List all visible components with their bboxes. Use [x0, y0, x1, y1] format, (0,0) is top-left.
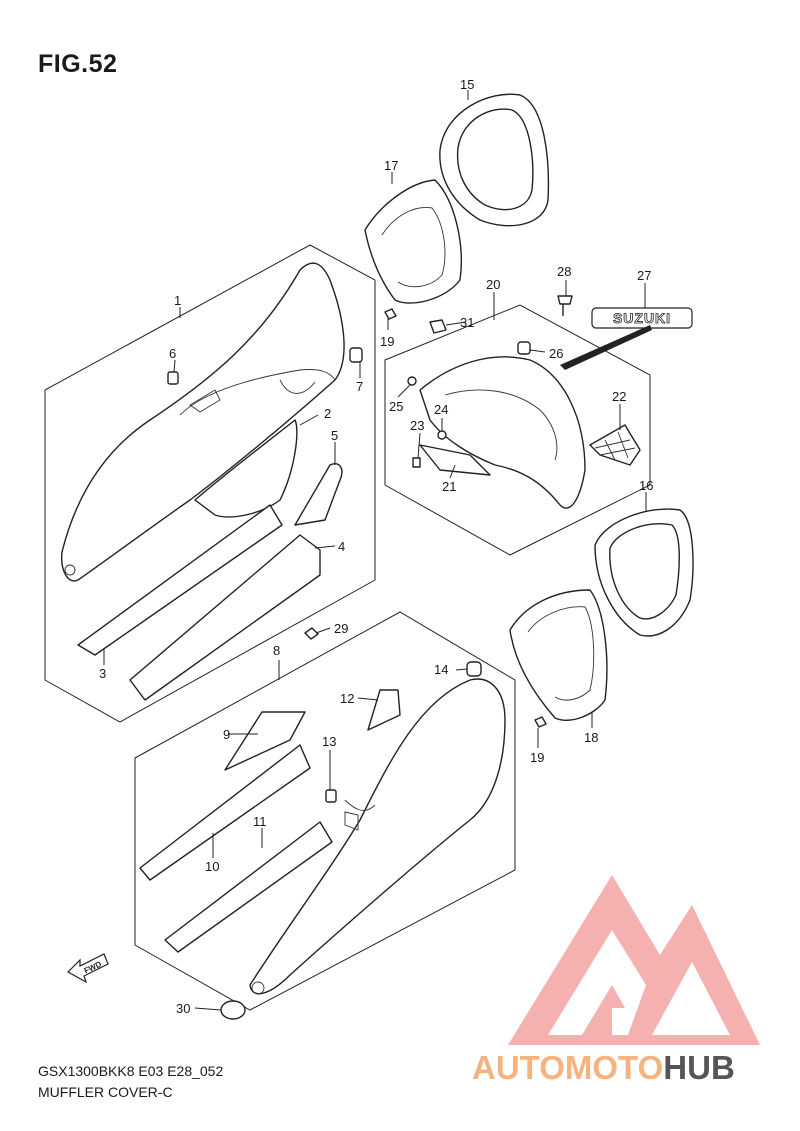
- part-6-nut: [167, 371, 179, 385]
- callout-1: 1: [174, 293, 181, 308]
- part-8-cover: [249, 678, 506, 995]
- part-3-strip: [77, 504, 283, 656]
- part-4-strip: [129, 534, 321, 701]
- callout-12: 12: [340, 691, 354, 706]
- fwd-arrow-icon: FWD: [67, 953, 109, 984]
- callout-13: 13: [322, 734, 336, 749]
- callout-22: 22: [612, 389, 626, 404]
- part-7-grommet: [349, 347, 363, 363]
- part-15-frame: [439, 93, 550, 227]
- part-22-mesh: [589, 424, 641, 466]
- part-18-housing: [509, 589, 608, 721]
- watermark-text-part1: AUTOMOTO: [472, 1049, 663, 1086]
- part-29-screw: [304, 627, 319, 640]
- part-16-frame: [594, 508, 694, 637]
- emblem-pointer: [560, 325, 652, 370]
- callout-6: 6: [169, 346, 176, 361]
- callout-10: 10: [205, 859, 219, 874]
- watermark-logo: [508, 875, 760, 1045]
- callout-30: 30: [176, 1001, 190, 1016]
- callout-16: 16: [639, 478, 653, 493]
- callout-31: 31: [460, 315, 474, 330]
- leader-lines: [103, 90, 647, 1011]
- callout-23: 23: [410, 418, 424, 433]
- part-31-fastener: [429, 319, 447, 334]
- part-5-bracket: [294, 463, 343, 526]
- callout-21: 21: [442, 479, 456, 494]
- group-box-right: [384, 304, 651, 556]
- callout-2: 2: [324, 406, 331, 421]
- callout-19-lower: 19: [530, 750, 544, 765]
- part-13-nut: [325, 789, 337, 803]
- model-code: GSX1300BKK8 E03 E28_052: [38, 1063, 224, 1079]
- part-24-nut: [437, 430, 447, 440]
- callout-3: 3: [99, 666, 106, 681]
- fwd-label: FWD: [83, 960, 104, 976]
- callout-11: 11: [253, 814, 267, 829]
- figure-title: FIG.52: [38, 50, 118, 78]
- callout-14: 14: [434, 662, 448, 677]
- part-14-grommet: [466, 661, 482, 677]
- callout-25: 25: [389, 399, 403, 414]
- callout-8: 8: [273, 643, 280, 658]
- callout-18: 18: [584, 730, 598, 745]
- callout-4: 4: [338, 539, 345, 554]
- callout-5: 5: [331, 428, 338, 443]
- watermark-text-part2: HUB: [663, 1049, 735, 1086]
- part-10-strip: [139, 744, 311, 881]
- part-19-screw-upper: [384, 308, 397, 320]
- callout-7: 7: [356, 379, 363, 394]
- group-box-lower: [134, 611, 516, 1011]
- part-28-rivet: [557, 295, 573, 316]
- group-box-left-upper: [44, 244, 376, 723]
- part-19-screw-lower: [534, 716, 547, 728]
- part-26-grommet: [517, 341, 531, 355]
- callout-27: 27: [637, 268, 651, 283]
- watermark-text: AUTOMOTOHUB: [472, 1049, 735, 1086]
- part-11-strip: [164, 821, 333, 953]
- part-25-screw: [407, 376, 417, 386]
- part-9-pad: [224, 711, 306, 771]
- callout-9: 9: [223, 727, 230, 742]
- callout-20: 20: [486, 277, 500, 292]
- part-30-grommet: [220, 1000, 246, 1020]
- part-17-housing: [364, 179, 462, 304]
- part-1-cover: [61, 262, 345, 582]
- part-23-clip: [412, 457, 421, 468]
- callout-28: 28: [557, 264, 571, 279]
- callout-17: 17: [384, 158, 398, 173]
- part-20-cowl: [419, 356, 586, 509]
- section-name: MUFFLER COVER-C: [38, 1084, 173, 1100]
- part-2-panel: [194, 419, 298, 518]
- part-12-bracket: [367, 689, 401, 731]
- callout-29: 29: [334, 621, 348, 636]
- part-21-mesh: [419, 444, 491, 476]
- callout-15: 15: [460, 77, 474, 92]
- callout-24: 24: [434, 402, 448, 417]
- callout-19-upper: 19: [380, 334, 394, 349]
- emblem-text: SUZUKI: [613, 310, 671, 326]
- callout-26: 26: [549, 346, 563, 361]
- part-27-emblem: SUZUKI: [591, 307, 693, 329]
